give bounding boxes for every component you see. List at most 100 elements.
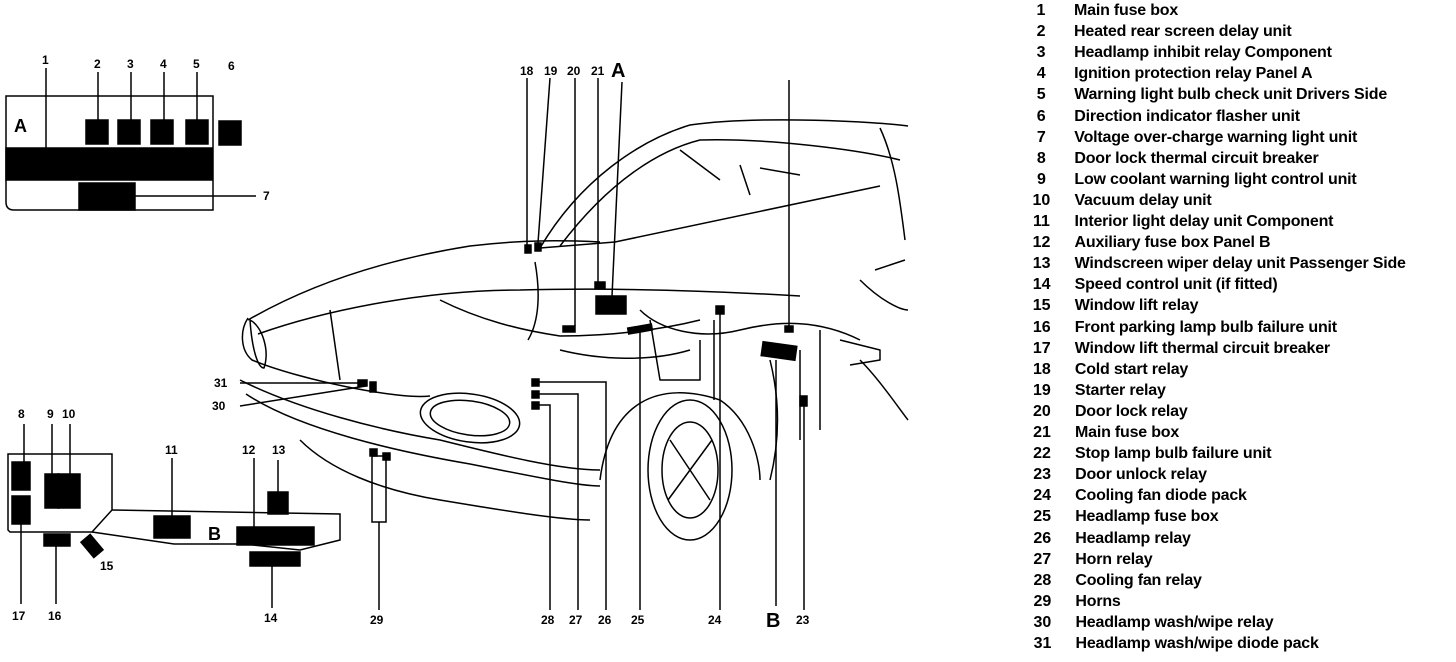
legend-description: Cooling fan diode pack <box>1075 487 1247 505</box>
legend-number: 27 <box>1033 550 1052 568</box>
callout-9: 9 <box>47 407 54 421</box>
callout-4: 4 <box>160 57 167 71</box>
component-10-block <box>57 473 81 509</box>
legend-description: Starter relay <box>1074 381 1166 399</box>
callout-25: 25 <box>631 613 645 627</box>
legend-number: 23 <box>1033 466 1051 484</box>
legend-number: 17 <box>1032 339 1051 357</box>
legend-number: 7 <box>1036 128 1046 146</box>
component-19-block <box>534 242 542 252</box>
panel-a-location-block <box>595 295 627 315</box>
component-27-block <box>531 390 540 399</box>
legend-number: 8 <box>1036 149 1046 167</box>
legend-number: 6 <box>1036 107 1046 125</box>
legend-item: 2 Heated rear screen delay unit <box>1008 21 1292 42</box>
car-leader-lines <box>239 77 805 610</box>
callout-21: 21 <box>591 64 605 78</box>
callout-8: 8 <box>18 407 25 421</box>
callout-30: 30 <box>212 399 226 413</box>
callout-26: 26 <box>598 613 612 627</box>
legend-description: Voltage over-charge warning light unit <box>1074 128 1358 146</box>
legend-number: 20 <box>1033 402 1051 420</box>
legend-description: Low coolant warning light control unit <box>1074 170 1357 188</box>
component-6-block <box>218 120 242 146</box>
legend-number: 9 <box>1036 170 1046 188</box>
legend-number: 28 <box>1033 571 1052 589</box>
legend-number: 30 <box>1033 613 1052 631</box>
callout-27: 27 <box>569 613 583 627</box>
legend-number: 12 <box>1032 234 1051 252</box>
callout-13: 13 <box>272 443 286 457</box>
component-26-block <box>531 378 540 387</box>
legend-number: 24 <box>1033 487 1052 505</box>
legend-description: Headlamp fuse box <box>1075 508 1219 526</box>
legend-number: 14 <box>1032 276 1051 294</box>
panel-b <box>7 424 341 608</box>
legend-description: Door lock thermal circuit breaker <box>1074 149 1319 167</box>
legend-description: Heated rear screen delay unit <box>1074 23 1292 41</box>
component-location-diagram: A 1 2 3 4 5 6 7 B 8 9 10 1 <box>5 53 909 632</box>
legend-description: Main fuse box <box>1075 424 1180 441</box>
legend-item: 29 Horns <box>1009 591 1120 612</box>
component-23-block <box>799 395 808 407</box>
legend-number: 4 <box>1036 65 1046 83</box>
panel-a <box>5 68 256 211</box>
callout-28: 28 <box>541 613 555 627</box>
callout-2: 2 <box>94 57 101 71</box>
component-8-block <box>11 461 31 491</box>
auxiliary-fuse-box-bar <box>236 526 315 546</box>
component-13-block <box>267 491 289 515</box>
panel-b-location-block <box>760 340 798 362</box>
component-11-block <box>153 515 191 539</box>
callout-12: 12 <box>242 443 256 457</box>
legend-number: 16 <box>1032 318 1051 336</box>
legend-description: Warning light bulb check unit Drivers Si… <box>1074 86 1388 104</box>
legend-description: Interior light delay unit Component <box>1074 213 1334 230</box>
car-callout-labels: 18 19 20 21 A 31 30 29 28 27 26 25 24 B … <box>212 60 810 632</box>
panel-a-marker: A <box>611 60 625 82</box>
callout-3: 3 <box>127 57 134 71</box>
legend-description: Horn relay <box>1075 550 1153 568</box>
legend-description: Cooling fan relay <box>1075 571 1202 589</box>
legend-description: Horns <box>1075 592 1121 610</box>
legend-item: 20 Door lock relay <box>1009 401 1188 422</box>
legend-description: Door lock relay <box>1074 402 1188 420</box>
legend-description: Headlamp wash/wipe relay <box>1075 613 1274 631</box>
callout-20: 20 <box>567 64 581 78</box>
legend-description: Windscreen wiper delay unit Passenger Si… <box>1074 255 1406 273</box>
legend-item: 11 Interior light delay unit Component <box>1009 211 1334 232</box>
callout-10: 10 <box>62 407 76 421</box>
panel-b-letter: B <box>208 524 221 544</box>
legend-number: 11 <box>1033 213 1050 230</box>
component-2-block <box>85 119 109 145</box>
legend-number: 2 <box>1036 23 1046 41</box>
legend-item: 30 Headlamp wash/wipe relay <box>1009 612 1274 633</box>
legend-item: 28 Cooling fan relay <box>1009 570 1202 591</box>
legend-description: Front parking lamp bulb failure unit <box>1074 318 1337 336</box>
legend-description: Headlamp inhibit relay Component <box>1074 44 1332 62</box>
callout-17: 17 <box>12 609 26 623</box>
main-fuse-box-bar <box>5 147 213 181</box>
component-31-block <box>369 381 377 393</box>
component-18-block <box>524 244 532 254</box>
legend-description: Vacuum delay unit <box>1074 191 1212 209</box>
component-14-block <box>249 551 301 567</box>
legend-item: 16 Front parking lamp bulb failure unit <box>1009 317 1337 338</box>
legend-number: 26 <box>1033 529 1052 547</box>
legend-number: 29 <box>1033 592 1052 610</box>
